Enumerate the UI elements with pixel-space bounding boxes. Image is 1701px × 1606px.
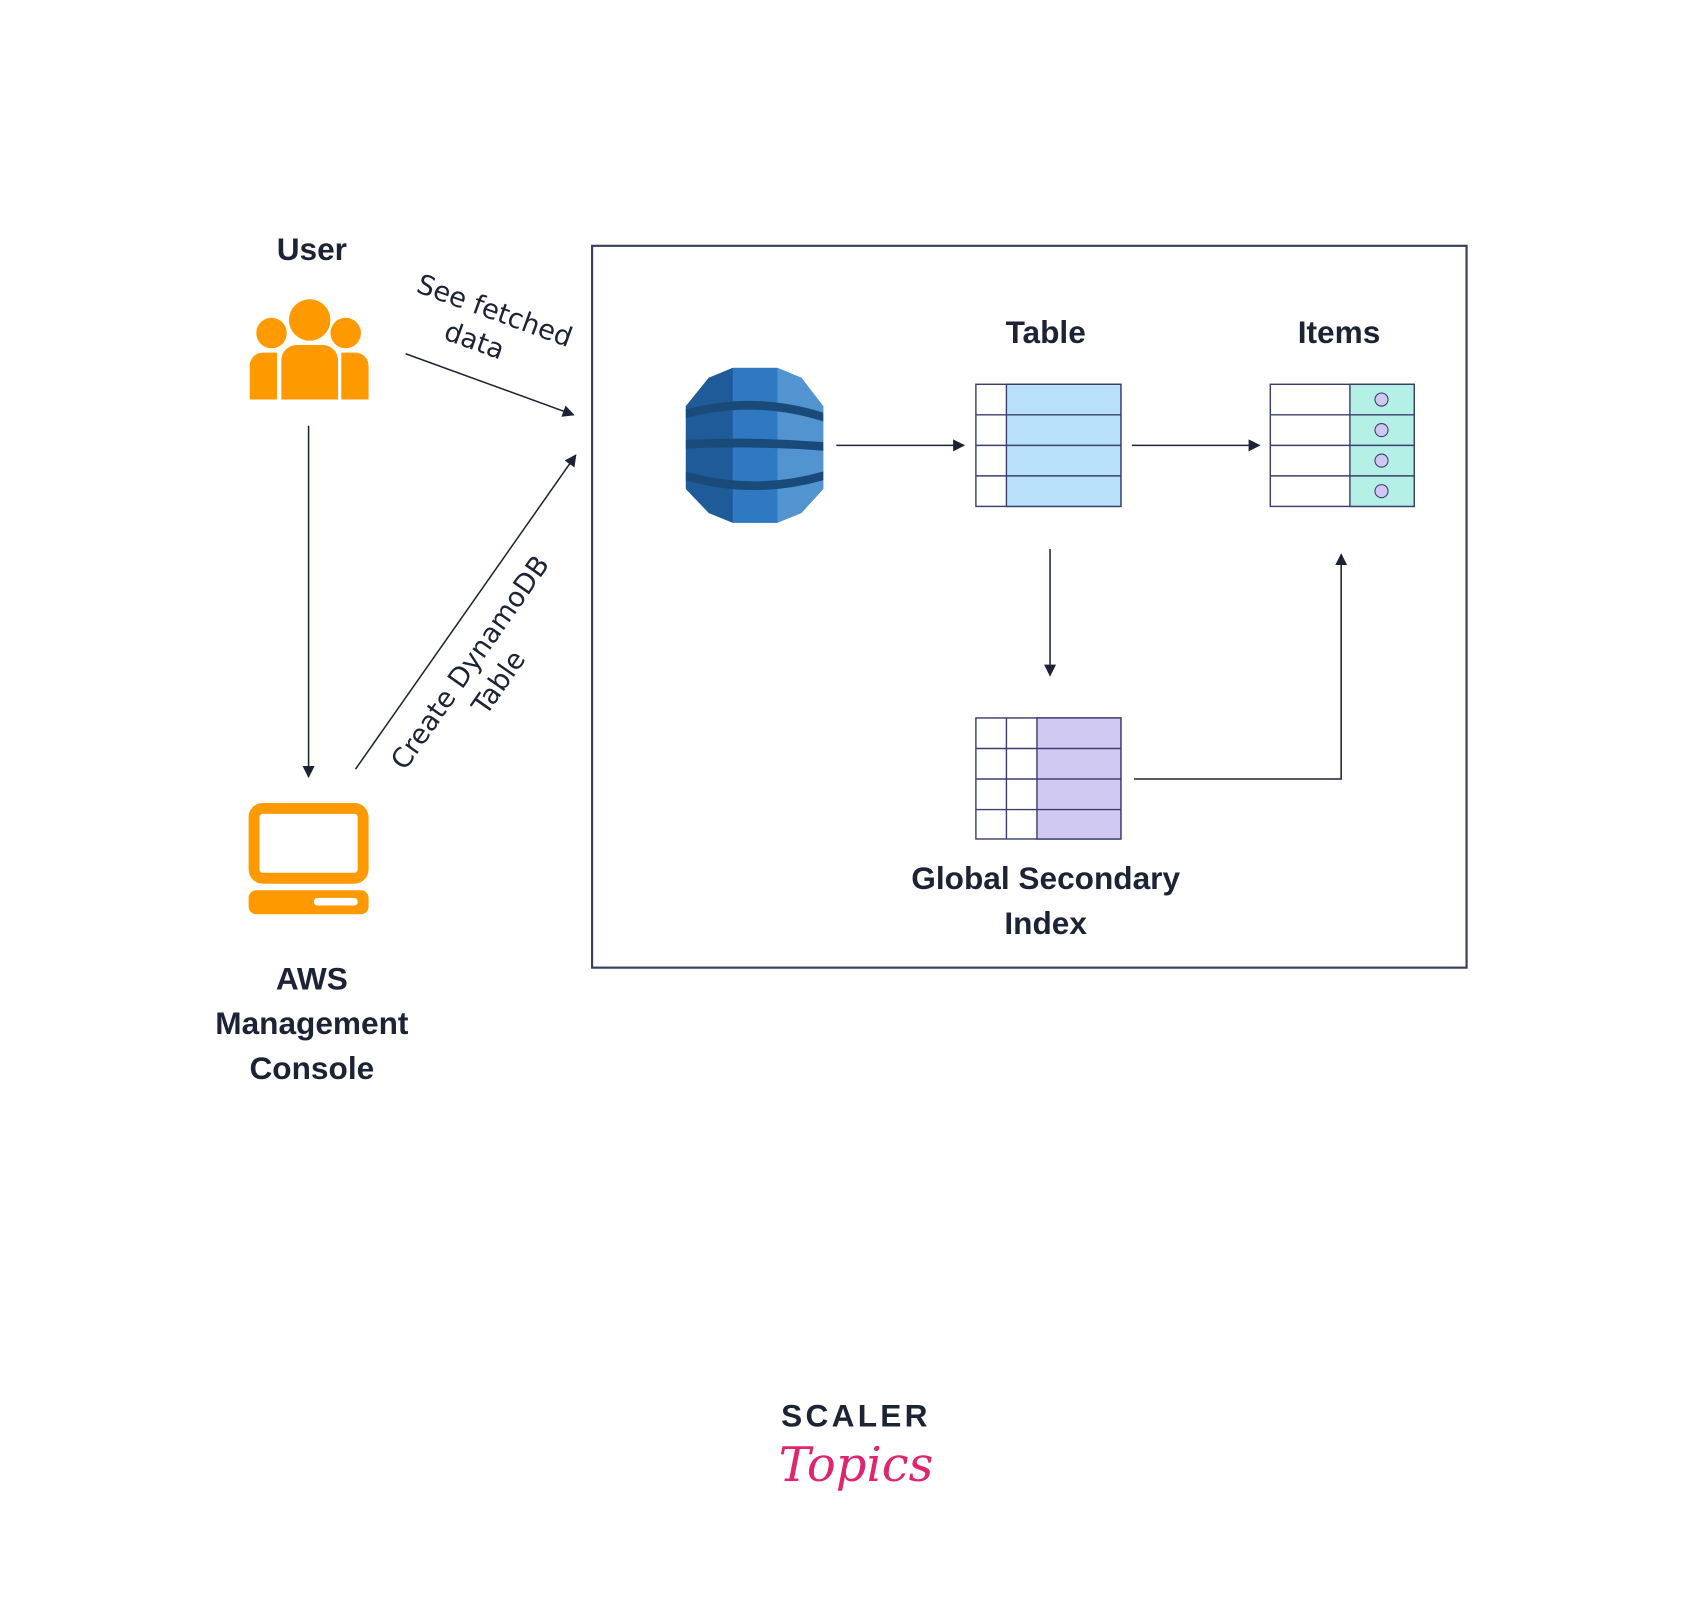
arrow-create-table <box>354 454 577 770</box>
see-fetched-data-label: See fetched data <box>413 269 577 366</box>
arrow-see-fetched-data <box>405 353 575 417</box>
arrow-gsi-to-items <box>1134 553 1348 780</box>
dynamodb-icon <box>685 367 824 523</box>
item-dot <box>1374 392 1389 407</box>
scaler-topics-logo: SCALER Topics <box>779 1398 934 1494</box>
users-icon <box>249 299 369 400</box>
item-dot <box>1374 484 1389 499</box>
computer-icon <box>248 802 369 915</box>
user-label: User <box>277 231 347 267</box>
item-dot <box>1374 453 1389 468</box>
svg-text:Console: Console <box>249 1050 374 1086</box>
table-grid <box>975 383 1122 508</box>
svg-text:Management: Management <box>215 1005 409 1041</box>
create-table-label: Create DynamoDB Table <box>385 550 556 775</box>
console-label: AWS Management Console <box>215 960 409 1085</box>
item-dot <box>1374 423 1389 438</box>
gsi-label: Global Secondary Index <box>911 860 1180 941</box>
svg-text:SCALER: SCALER <box>781 1398 931 1434</box>
svg-text:Topics: Topics <box>779 1437 934 1493</box>
svg-text:Index: Index <box>1004 905 1087 941</box>
table-label: Table <box>1006 314 1086 350</box>
items-grid <box>1269 383 1415 508</box>
svg-text:Global Secondary: Global Secondary <box>911 860 1180 896</box>
items-label: Items <box>1298 314 1381 350</box>
svg-text:AWS: AWS <box>276 960 348 996</box>
dynamodb-container <box>590 244 1468 969</box>
gsi-grid <box>975 717 1122 840</box>
